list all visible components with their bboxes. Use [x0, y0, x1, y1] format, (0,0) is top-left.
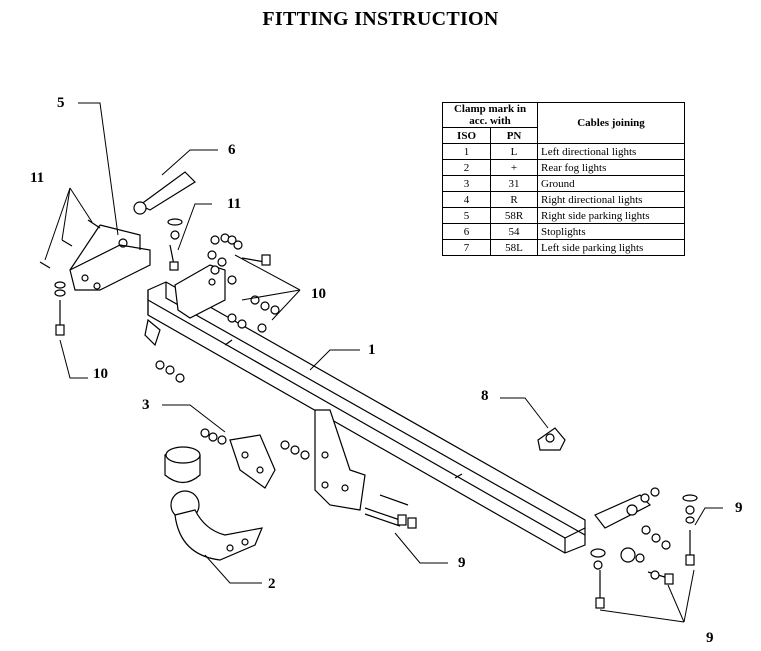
- table-row: 4 R Right directional lights: [441, 191, 685, 208]
- callout-10-left: 10: [93, 366, 108, 382]
- callout-11-right: 11: [227, 196, 241, 212]
- callout-1: 1: [368, 342, 376, 358]
- desc-cell: Stoplights: [537, 223, 685, 240]
- desc-cell: Right directional lights: [537, 191, 685, 208]
- iso-cell: 4: [441, 191, 492, 208]
- callout-4: 5: [57, 95, 65, 111]
- callout-2: 2: [268, 576, 276, 592]
- plate-part-6: [537, 427, 566, 451]
- iso-cell: 2: [441, 159, 492, 176]
- callout-5: 6: [228, 142, 236, 158]
- header-cables-joining: Cables joining: [537, 102, 685, 144]
- pn-cell: +: [490, 159, 538, 176]
- iso-cell: 3: [441, 175, 492, 192]
- nuts-and-washers: [54, 218, 698, 580]
- desc-cell: Ground: [537, 175, 685, 192]
- iso-cell: 7: [441, 239, 492, 256]
- crossbar: [147, 281, 652, 554]
- header-pn: PN: [490, 127, 538, 144]
- pn-cell: R: [490, 191, 538, 208]
- pn-cell: L: [490, 143, 538, 160]
- left-bracket: [69, 224, 226, 347]
- desc-cell: Rear fog lights: [537, 159, 685, 176]
- table-row: 5 58R Right side parking lights: [441, 207, 685, 224]
- table-row: 3 31 Ground: [441, 175, 685, 192]
- callout-9-bottom: 9: [706, 630, 714, 646]
- iso-cell: 1: [441, 143, 492, 160]
- desc-cell: Left directional lights: [537, 143, 685, 160]
- pn-cell: 31: [490, 175, 538, 192]
- strap-part-5: [133, 171, 196, 215]
- cable-joining-table: Clamp mark in acc. with Cables joining I…: [441, 102, 685, 256]
- leader-lines: [44, 102, 723, 623]
- mounting-plate-part-3: [229, 434, 276, 489]
- tow-ball-part-2: [164, 446, 263, 561]
- callout-11-left: 11: [30, 170, 44, 186]
- callout-3: 3: [142, 397, 150, 413]
- pn-cell: 54: [490, 223, 538, 240]
- pn-cell: 58L: [490, 239, 538, 256]
- pn-cell: 58R: [490, 207, 538, 224]
- iso-cell: 6: [441, 223, 492, 240]
- header-iso: ISO: [441, 127, 492, 144]
- callout-9-right: 9: [735, 500, 743, 516]
- callout-10-right: 10: [311, 286, 326, 302]
- header-clamp-mark: Clamp mark in acc. with: [442, 102, 538, 128]
- desc-cell: Right side parking lights: [537, 207, 685, 224]
- table-row: 6 54 Stoplights: [441, 223, 685, 240]
- bolts: [39, 219, 695, 609]
- desc-cell: Left side parking lights: [537, 239, 685, 256]
- callout-8: 9: [458, 555, 466, 571]
- center-bracket: [314, 409, 366, 511]
- table-row: 2 + Rear fog lights: [441, 159, 685, 176]
- table-row: 1 L Left directional lights: [441, 143, 685, 160]
- callout-6: 8: [481, 388, 489, 404]
- page-title: FITTING INSTRUCTION: [262, 8, 499, 30]
- iso-cell: 5: [441, 207, 492, 224]
- table-row: 7 58L Left side parking lights: [441, 239, 685, 256]
